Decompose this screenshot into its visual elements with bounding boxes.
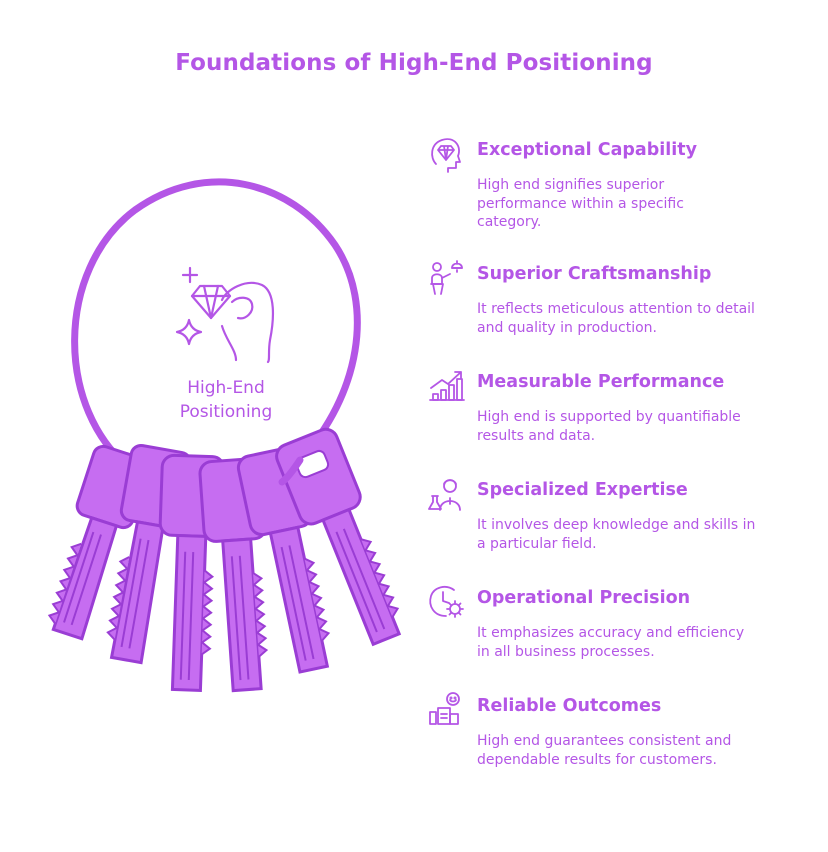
center-label-line2: Positioning <box>179 402 273 422</box>
satisfied-customer-icon <box>429 692 460 725</box>
item-description-line: results and data. <box>477 427 596 444</box>
item-description-line: a particular field. <box>477 535 597 552</box>
item-description-line: performance within a specific <box>477 195 684 212</box>
item-description: It emphasizes accuracy and efficiency in… <box>477 624 777 661</box>
hand-diamond-icon <box>175 266 275 364</box>
item-heading: Measurable Performance <box>477 372 725 392</box>
item-description-line: dependable results for customers. <box>477 751 717 768</box>
item-description: High end guarantees consistent and depen… <box>477 732 777 769</box>
artisan-icon <box>430 260 463 295</box>
item-description-line: It emphasizes accuracy and efficiency <box>477 625 745 641</box>
scientist-icon <box>428 479 461 511</box>
item-description-line: High end is supported by quantifiable <box>477 409 741 425</box>
head-diamond-icon <box>431 138 461 173</box>
center-label: High-End Positioning <box>148 376 304 424</box>
page-title: Foundations of High-End Positioning <box>175 50 653 76</box>
item-description-line: It involves deep knowledge and skills in <box>477 517 756 533</box>
item-description: High end signifies superior performance … <box>477 176 777 232</box>
item-heading: Superior Craftsmanship <box>477 264 712 284</box>
item-description-line: category. <box>477 214 542 230</box>
item-description-line: and quality in production. <box>477 319 657 336</box>
item-description-line: It reflects meticulous attention to deta… <box>477 301 755 317</box>
item-heading: Exceptional Capability <box>477 140 698 160</box>
item-heading: Reliable Outcomes <box>477 696 662 716</box>
item-description-line: High end guarantees consistent and <box>477 733 732 749</box>
key-ring <box>71 178 361 474</box>
item-heading: Operational Precision <box>477 588 691 608</box>
center-label-line1: High-End <box>187 378 265 398</box>
item-description: High end is supported by quantifiable re… <box>477 408 777 445</box>
item-heading: Specialized Expertise <box>477 480 688 500</box>
clock-gear-icon <box>429 585 464 618</box>
item-description: It involves deep knowledge and skills in… <box>477 516 777 553</box>
growth-chart-icon <box>429 371 465 401</box>
item-description-line: High end signifies superior <box>477 177 665 193</box>
item-description: It reflects meticulous attention to deta… <box>477 300 777 337</box>
key-6 <box>275 427 402 647</box>
item-description-line: in all business processes. <box>477 643 655 660</box>
